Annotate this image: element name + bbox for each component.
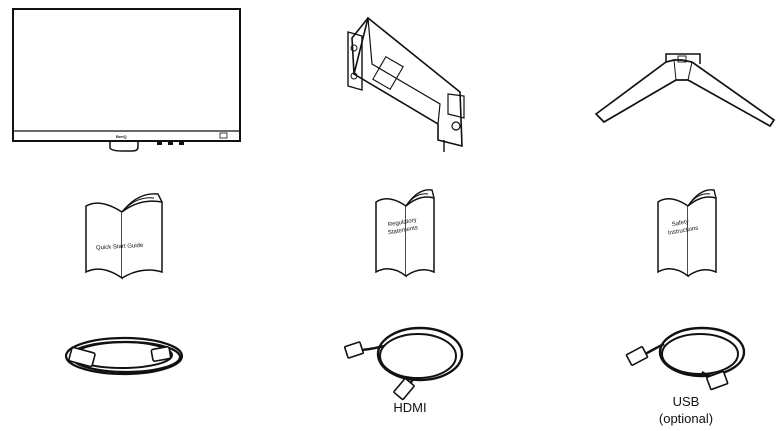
booklet-label-regulatory-2: Statements (388, 225, 419, 236)
power-cable-illustration (62, 332, 188, 384)
stand-base-illustration (592, 40, 776, 132)
usb-cable-illustration (624, 314, 748, 392)
booklet-label-safety-1: Safety (671, 219, 689, 228)
booklet-label-safety-2: Instructions (668, 226, 699, 237)
usb-caption-line2: (optional) (658, 411, 714, 426)
monitor-illustration: BenQ (12, 8, 242, 156)
safety-instructions-booklet: Safety Instructions (654, 184, 720, 280)
hdmi-cable-illustration (343, 316, 466, 401)
regulatory-statements-booklet: Regulatory Statements (372, 184, 438, 280)
stand-arm-illustration (340, 14, 475, 154)
booklet-label-quick-start: Quick Start Guide (96, 243, 144, 252)
booklet-label-regulatory-1: Regulatory (388, 217, 418, 228)
usb-caption-line1: USB (672, 394, 700, 409)
monitor-logo: BenQ (116, 134, 127, 139)
quick-start-guide-booklet: Quick Start Guide (82, 188, 168, 280)
hdmi-caption: HDMI (393, 400, 427, 415)
